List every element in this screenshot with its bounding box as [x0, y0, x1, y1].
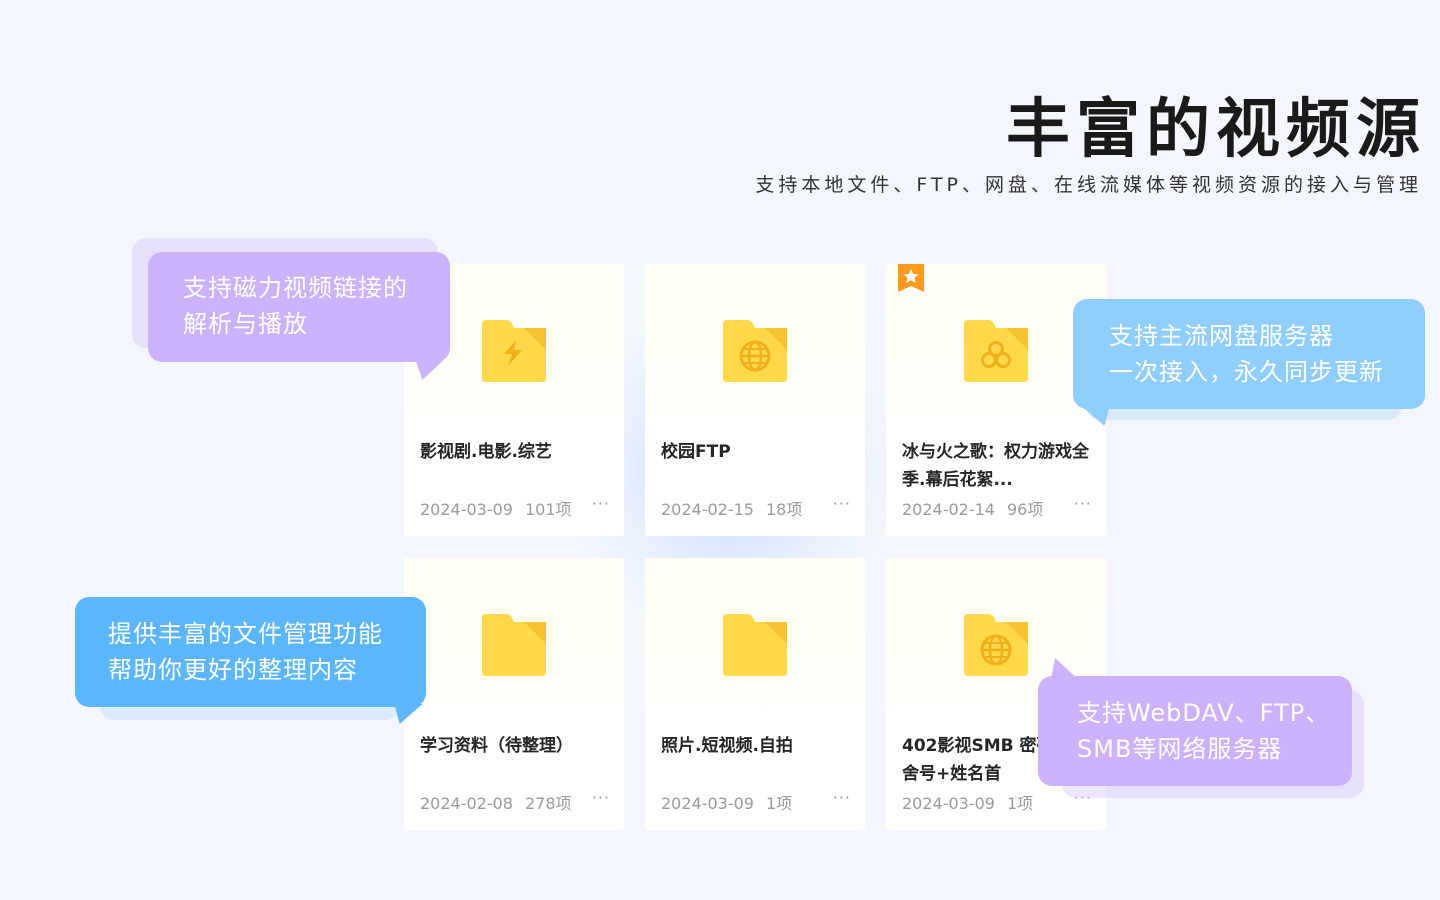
folder-card[interactable]: 照片.短视频.自拍 2024-03-09 1项 ···: [645, 558, 865, 830]
cloud-feature-bubble: 支持主流网盘服务器 一次接入，永久同步更新: [1073, 299, 1425, 409]
globe-folder-icon: [721, 318, 789, 384]
page-subtitle: 支持本地文件、FTP、网盘、在线流媒体等视频资源的接入与管理: [755, 174, 1422, 196]
bubble-line: 支持主流网盘服务器: [1109, 322, 1334, 350]
folder-meta: 2024-02-14 96项: [902, 496, 1043, 520]
folder-grid: 影视剧.电影.综艺 2024-03-09 101项 ··· 校园FTP 2024-…: [404, 264, 1106, 830]
folder-card[interactable]: 学习资料（待整理） 2024-02-08 278项 ···: [404, 558, 624, 830]
folder-date: 2024-02-14: [902, 500, 995, 519]
bubble-line: 一次接入，永久同步更新: [1109, 358, 1384, 386]
folder-name: 照片.短视频.自拍: [661, 736, 793, 756]
bubble-line: 支持磁力视频链接的: [183, 274, 408, 302]
lightning-folder-icon: [480, 318, 548, 384]
folder-name: 校园FTP: [661, 442, 731, 462]
folder-count: 1项: [765, 794, 793, 813]
folder-count: 1项: [1006, 794, 1034, 813]
folder-date: 2024-03-09: [661, 794, 754, 813]
folder-meta: 2024-03-09 101项: [420, 496, 572, 520]
more-icon[interactable]: ···: [591, 788, 610, 807]
folder-icon: [480, 612, 548, 678]
more-icon[interactable]: ···: [1073, 494, 1092, 513]
folder-name: 学习资料（待整理）: [420, 736, 573, 756]
folder-meta: 2024-03-09 1项: [902, 790, 1033, 814]
bubble-line: 提供丰富的文件管理功能: [108, 620, 383, 648]
folder-meta: 2024-02-15 18项: [661, 496, 802, 520]
folder-meta: 2024-02-08 278项: [420, 790, 572, 814]
more-icon[interactable]: ···: [832, 494, 851, 513]
more-icon[interactable]: ···: [1073, 788, 1092, 807]
folder-name: 冰与火之歌：权力游戏全季.幕后花絮...: [902, 442, 1089, 490]
folder-count: 96项: [1006, 500, 1044, 519]
folder-date: 2024-03-09: [420, 500, 513, 519]
folder-count: 101项: [524, 500, 572, 519]
globe-folder-icon: [962, 612, 1030, 678]
folder-card[interactable]: 冰与火之歌：权力游戏全季.幕后花絮... 2024-02-14 96项 ···: [886, 264, 1106, 536]
more-icon[interactable]: ···: [832, 788, 851, 807]
star-badge-icon: [898, 264, 924, 292]
bubble-line: 解析与播放: [183, 310, 308, 338]
folder-meta: 2024-03-09 1项: [661, 790, 792, 814]
magnet-feature-bubble: 支持磁力视频链接的 解析与播放: [148, 252, 450, 362]
folder-date: 2024-02-08: [420, 794, 513, 813]
bubble-line: 帮助你更好的整理内容: [108, 656, 358, 684]
bubble-line: 支持WebDAV、FTP、: [1077, 699, 1331, 727]
bubble-line: SMB等网络服务器: [1077, 735, 1283, 763]
folder-count: 278项: [524, 794, 572, 813]
network-server-bubble: 支持WebDAV、FTP、 SMB等网络服务器: [1038, 676, 1352, 786]
file-management-bubble: 提供丰富的文件管理功能 帮助你更好的整理内容: [75, 597, 426, 707]
folder-name: 影视剧.电影.综艺: [420, 442, 552, 462]
folder-count: 18项: [765, 500, 803, 519]
folder-date: 2024-03-09: [902, 794, 995, 813]
cloud-folder-icon: [962, 318, 1030, 384]
more-icon[interactable]: ···: [591, 494, 610, 513]
folder-card[interactable]: 校园FTP 2024-02-15 18项 ···: [645, 264, 865, 536]
page-title: 丰富的视频源: [1006, 93, 1426, 167]
folder-icon: [721, 612, 789, 678]
folder-date: 2024-02-15: [661, 500, 754, 519]
